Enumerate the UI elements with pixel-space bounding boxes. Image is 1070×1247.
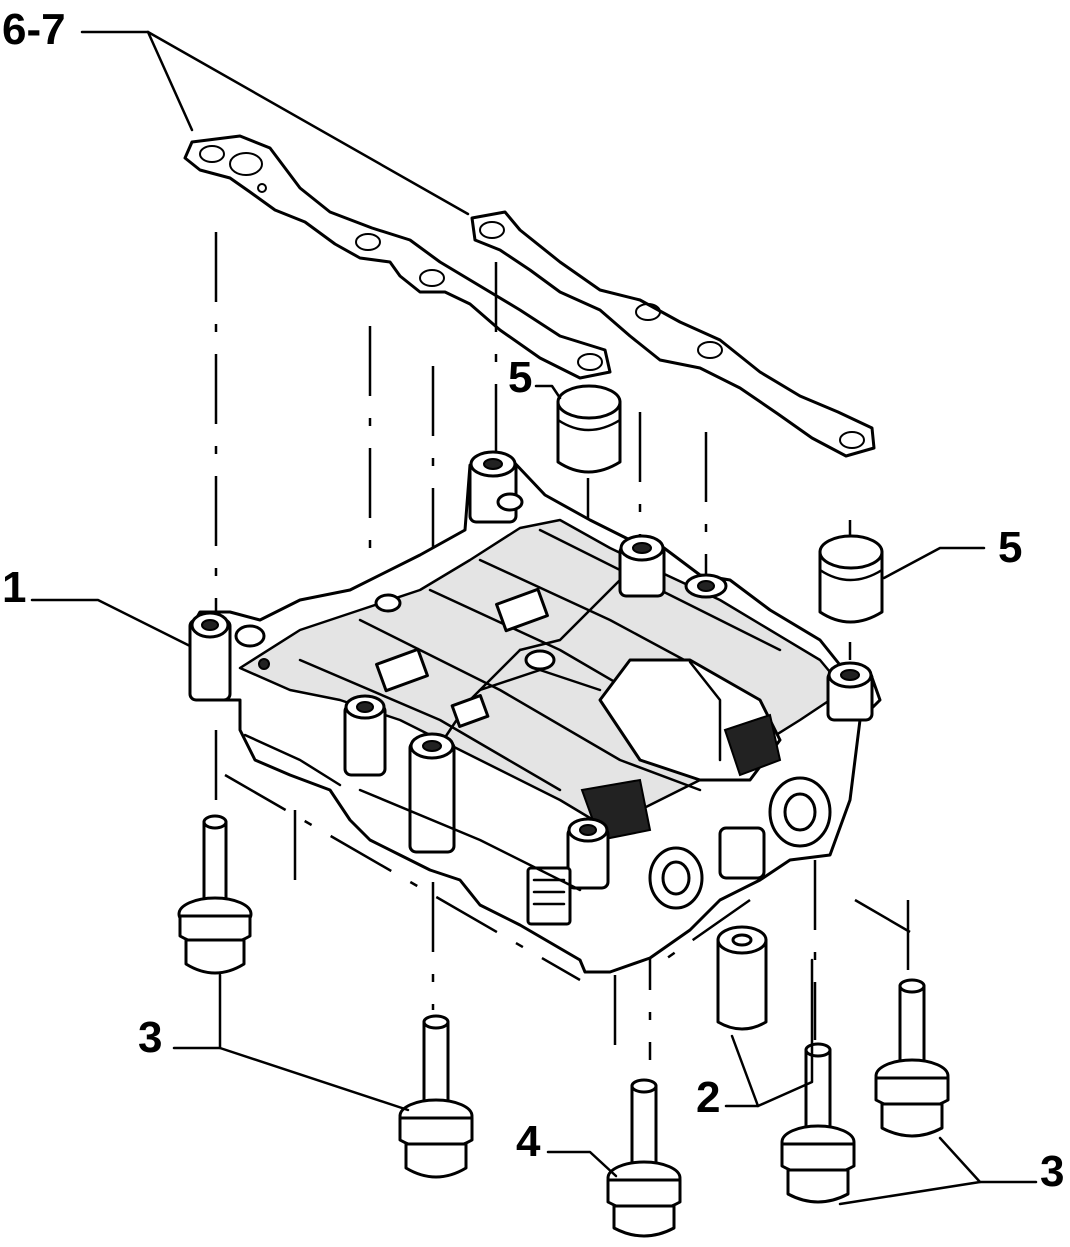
callout-2: 2 bbox=[696, 1073, 721, 1122]
bolt-center-right bbox=[780, 1042, 856, 1204]
dowel-pin bbox=[716, 925, 768, 1031]
balance-shaft-housing bbox=[188, 450, 882, 974]
callout-4: 4 bbox=[516, 1117, 541, 1166]
callout-6-7: 6-7 bbox=[2, 5, 66, 54]
callout-5-left: 5 bbox=[508, 353, 533, 402]
callout-3-right: 3 bbox=[1040, 1147, 1065, 1196]
bolt-right bbox=[874, 978, 950, 1138]
bushing-left bbox=[556, 384, 622, 474]
bolt-center-left bbox=[398, 1014, 474, 1179]
bolt-left bbox=[177, 814, 253, 975]
leader-lines bbox=[30, 30, 1038, 1206]
callout-1: 1 bbox=[2, 563, 27, 612]
bolt-center bbox=[606, 1078, 682, 1238]
callout-5-right: 5 bbox=[998, 523, 1023, 572]
callout-3-left: 3 bbox=[138, 1013, 163, 1062]
gasket bbox=[183, 134, 876, 458]
bushing-right bbox=[818, 534, 884, 624]
